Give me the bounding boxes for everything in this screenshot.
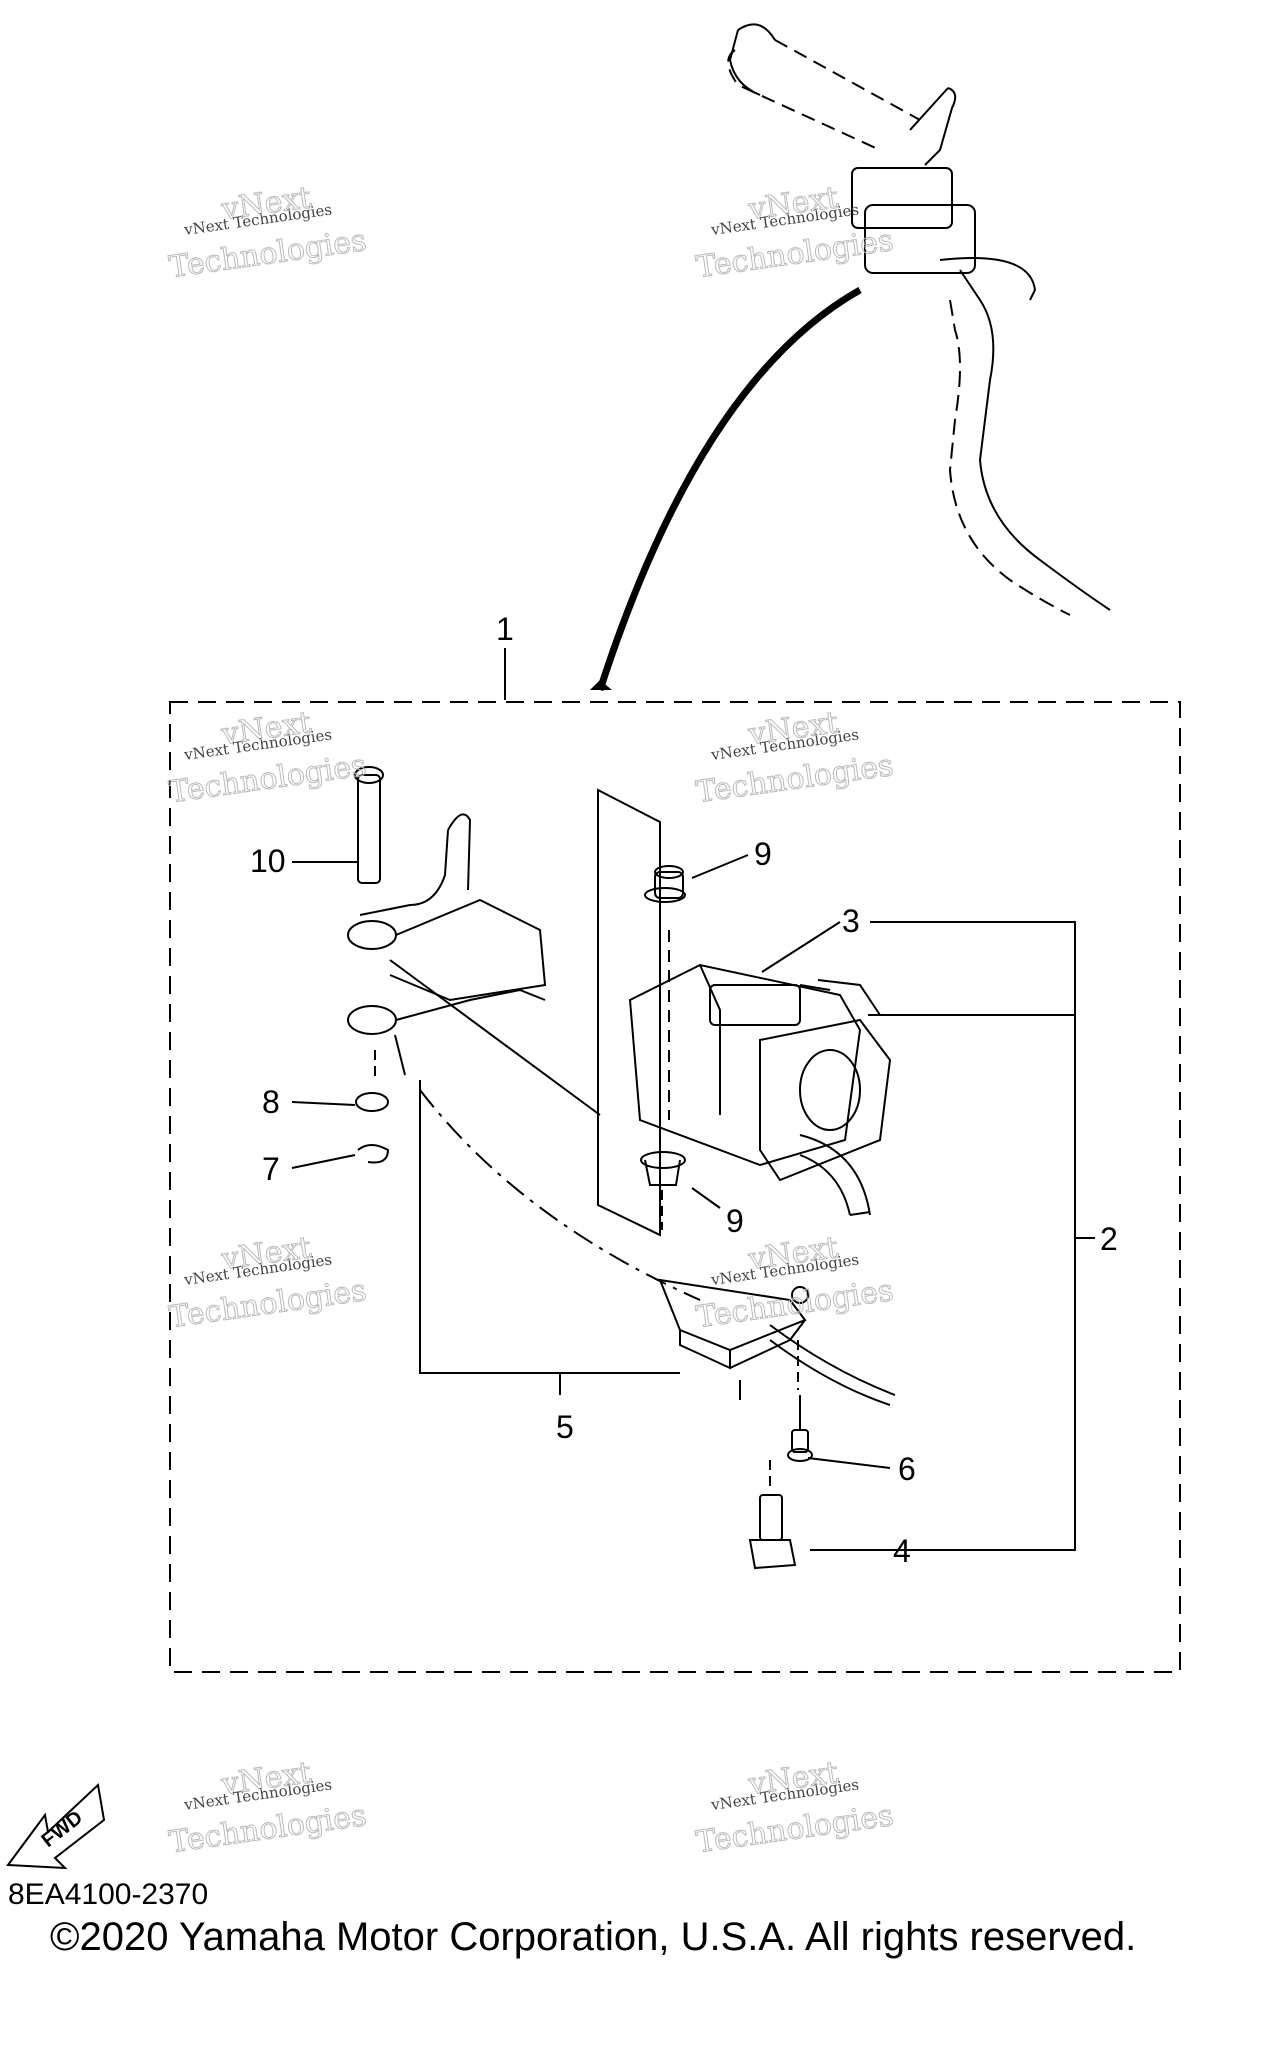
bolt-4 (748, 1460, 797, 1570)
handlebar-illustration (727, 23, 1111, 616)
cable (596, 286, 862, 692)
callout-3: 3 (842, 903, 860, 939)
grommet-9-lower (640, 1151, 686, 1230)
callout-9-lower: 9 (726, 1203, 744, 1239)
watermark: vNext Technologies vNext Technologies (167, 1755, 369, 1861)
callout-10: 10 (250, 843, 286, 879)
watermark: vNext Technologies vNext Technologies (167, 1230, 369, 1336)
watermark: vNext Technologies vNext Technologies (167, 705, 369, 811)
watermark: vNext Technologies vNext Technologies (694, 1230, 896, 1336)
watermark: vNext Technologies vNext Technologies (167, 180, 369, 286)
callout-leaders (291, 854, 891, 1469)
throttle-lever-illustration (347, 766, 547, 1164)
watermark-group: vNext Technologies vNext Technologies vN… (167, 180, 896, 1861)
grommet-9-upper (644, 887, 686, 903)
watermark: vNext Technologies vNext Technologies (694, 705, 896, 811)
fwd-arrow-icon: FWD (6, 1782, 106, 1870)
callout-4: 4 (893, 1533, 911, 1569)
callout-8: 8 (262, 1084, 280, 1120)
switch-housing-illustration (628, 865, 892, 1216)
sensor-illustration (658, 1278, 896, 1406)
callout-7: 7 (262, 1151, 280, 1187)
assembly-box (169, 701, 1181, 1673)
copyright-notice: ©2020 Yamaha Motor Corporation, U.S.A. A… (50, 1915, 1137, 1959)
callout-2: 2 (1100, 1221, 1118, 1257)
watermark: vNext Technologies vNext Technologies (694, 180, 896, 286)
callout-5: 5 (556, 1409, 574, 1445)
bracket-lines (419, 921, 1095, 1551)
callout-9-upper: 9 (754, 836, 772, 872)
screw-6 (787, 1340, 813, 1462)
watermark: vNext Technologies vNext Technologies (694, 1755, 896, 1861)
cover-plate (597, 788, 661, 1237)
callout-6: 6 (898, 1451, 916, 1487)
part-id: 8EA4100-2370 (8, 1878, 209, 1911)
callout-1: 1 (496, 611, 514, 647)
